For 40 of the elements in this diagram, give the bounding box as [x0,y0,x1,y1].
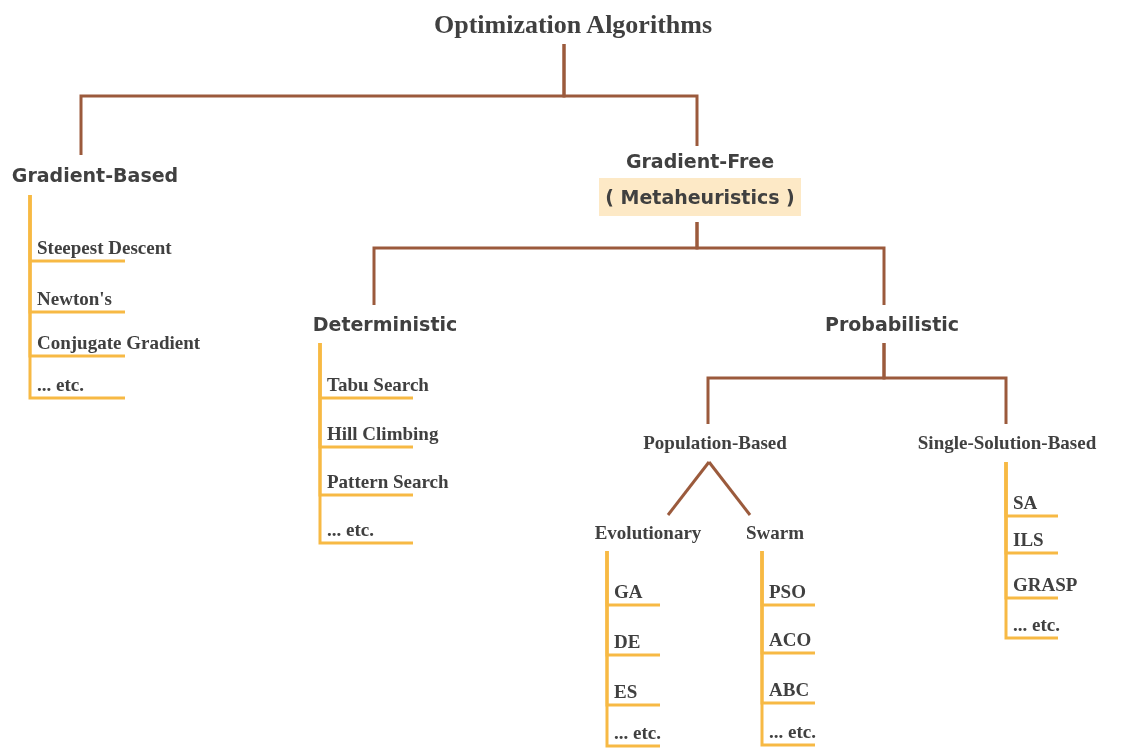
category-heading: Population-Based [615,424,815,462]
list-item: Pattern Search [324,467,494,497]
list-connector [605,551,660,748]
tree-connector [562,44,699,146]
list-item: ... etc. [611,718,721,748]
list-item: ... etc. [324,515,494,545]
category-heading: Swarm [735,515,815,551]
list-connector [1004,462,1058,640]
list-item: Newton's [34,284,249,314]
list-item: ACO [766,625,876,655]
list-item: Hill Climbing [324,419,494,449]
tree-connector [882,343,1008,424]
list-connector [760,551,815,747]
list-item: Tabu Search [324,370,494,400]
category-heading: Gradient-Free [625,150,775,172]
list-item: GRASP [1010,570,1110,600]
category-heading: Deterministic [295,305,475,343]
list-item: PSO [766,577,876,607]
tree-connector [707,461,752,516]
list-item: Conjugate Gradient [34,328,249,358]
tree-connector [666,461,711,516]
list-item: ABC [766,675,876,705]
diagram-title: Optimization Algorithms [393,6,753,44]
list-item: SA [1010,488,1110,518]
tree-connector [695,222,886,305]
list-item: ES [611,677,721,707]
list-item: ILS [1010,525,1110,555]
category-heading: Probabilistic [802,305,982,343]
list-connector [28,195,125,400]
list-item: DE [611,627,721,657]
list-connector [318,343,413,545]
list-item: GA [611,577,721,607]
category-heading: Single-Solution-Based [893,424,1121,462]
highlighted-subtitle: ( Metaheuristics ) [599,178,801,216]
list-item: ... etc. [766,717,876,747]
category-heading: Gradient-Based [0,155,190,195]
list-item: ... etc. [34,370,249,400]
category-heading: Evolutionary [578,515,718,551]
list-item: ... etc. [1010,610,1110,640]
list-item: Steepest Descent [34,233,249,263]
